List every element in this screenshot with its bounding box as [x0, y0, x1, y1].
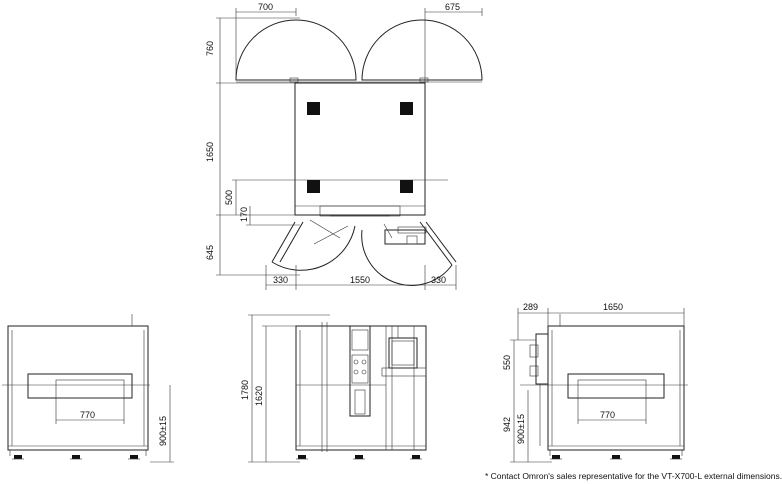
monitor — [388, 337, 418, 369]
dim-1620: 1620 — [254, 386, 264, 406]
dim-1780: 1780 — [240, 380, 250, 400]
side-view: 1780 1620 — [240, 314, 427, 463]
control-column — [349, 325, 371, 417]
side-attachment — [535, 333, 549, 385]
dim-760: 760 — [205, 41, 215, 56]
machine-body-outline — [294, 82, 426, 216]
dim-675: 675 — [445, 2, 460, 12]
dim-1550: 1550 — [350, 275, 370, 285]
door-swing-arc-bottom-left — [271, 225, 356, 271]
rear-view: 289 1650 550 942 900±15 770 — [502, 302, 688, 463]
dim-550: 550 — [502, 355, 512, 370]
dim-770-front: 770 — [80, 410, 95, 420]
keyboard-tray — [381, 367, 427, 377]
conveyor-window — [27, 373, 133, 399]
dim-900-rear: 900±15 — [516, 414, 526, 444]
dim-1650-horizontal: 1650 — [603, 302, 623, 312]
door-swing-arc-bottom-right — [361, 229, 453, 286]
dim-289: 289 — [523, 302, 538, 312]
dim-770-rear: 770 — [600, 410, 615, 420]
side-body-outline — [295, 325, 427, 451]
dim-330-right: 330 — [431, 275, 446, 285]
dim-1650-vertical: 1650 — [205, 142, 215, 162]
dim-900-front: 900±15 — [158, 416, 168, 446]
footnote: * Contact Omron's sales representative f… — [485, 471, 782, 481]
dim-500: 500 — [224, 190, 234, 205]
rear-conveyor-window — [567, 373, 665, 399]
door-swing-arc-left — [235, 19, 357, 81]
door-swing-arc-right — [361, 19, 483, 81]
dimension-drawing: 700 675 760 1650 645 500 170 330 1550 33… — [2, 2, 688, 463]
top-view: 700 675 760 1650 645 500 170 330 1550 33… — [205, 2, 483, 290]
dim-942: 942 — [502, 417, 512, 432]
dim-645: 645 — [205, 245, 215, 260]
operator-panel — [384, 229, 426, 245]
dim-700: 700 — [258, 2, 273, 12]
dim-170: 170 — [239, 207, 249, 222]
dim-330-left: 330 — [273, 275, 288, 285]
foot-marker — [400, 180, 413, 193]
foot-marker — [307, 180, 320, 193]
front-body-outline — [7, 325, 149, 451]
foot-marker — [400, 102, 413, 115]
rear-body-outline — [547, 325, 685, 451]
foot-marker — [307, 102, 320, 115]
front-view: 770 900±15 — [2, 314, 174, 463]
